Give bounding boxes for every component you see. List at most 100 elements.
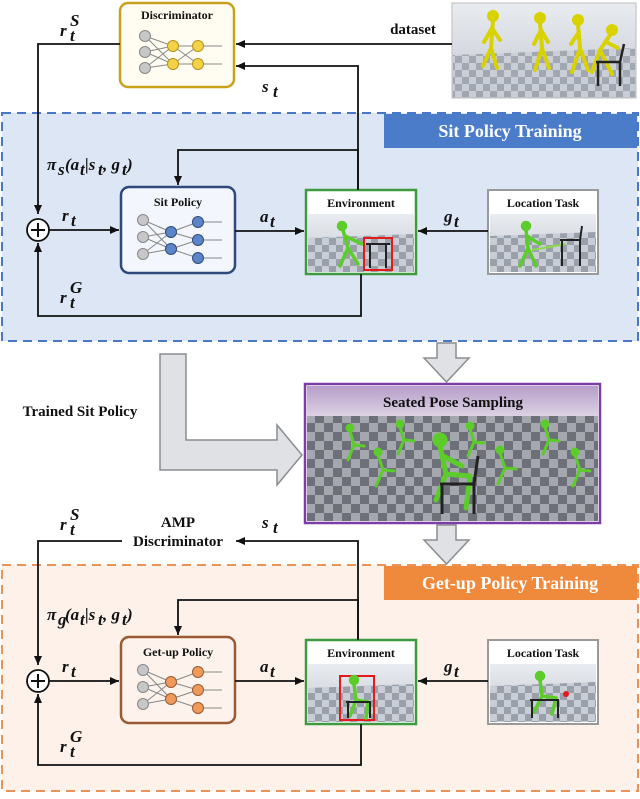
sit-observation-arrow xyxy=(174,149,359,190)
trained-policy-bent-arrow xyxy=(159,353,303,488)
svg-text:t: t xyxy=(122,160,128,179)
getup-policy-title: Get-up Policy xyxy=(143,645,213,659)
sit-environment-box xyxy=(304,188,418,276)
down-arrow-to-getup xyxy=(422,524,471,566)
svg-text:a: a xyxy=(260,207,269,226)
getup-environment-box xyxy=(304,638,418,726)
svg-text:|s: |s xyxy=(85,155,96,174)
sit-action-label: a t xyxy=(260,207,276,231)
top-style-reward-label: r S t xyxy=(60,11,79,45)
getup-goal-label: g t xyxy=(443,657,460,681)
getup-sum-node xyxy=(26,669,50,693)
svg-text:t: t xyxy=(454,212,460,231)
svg-text:, g: , g xyxy=(102,155,121,174)
sit-banner-text: Sit Policy Training xyxy=(438,121,581,141)
svg-text:g: g xyxy=(443,207,453,226)
svg-text:t: t xyxy=(70,742,76,761)
sit-environment-title: Environment xyxy=(327,196,395,210)
getup-environment-title: Environment xyxy=(327,646,395,660)
svg-text:r: r xyxy=(60,21,67,40)
getup-reward-label: r t xyxy=(62,657,77,681)
trained-policy-label: Trained Sit Policy xyxy=(23,404,138,420)
svg-text:t: t xyxy=(122,610,128,629)
sit-policy-box xyxy=(119,185,237,275)
svg-text:(a: (a xyxy=(65,605,80,624)
style-reward-arrow xyxy=(34,43,120,214)
svg-text:t: t xyxy=(71,662,77,681)
svg-text:|s: |s xyxy=(85,605,96,624)
sampling-image xyxy=(303,382,602,525)
svg-text:t: t xyxy=(98,160,104,179)
getup-goal-reward-arrow xyxy=(34,694,362,766)
sit-goal-label: g t xyxy=(443,207,460,231)
sit-policy-title: Sit Policy xyxy=(154,195,202,209)
discriminator-title: Discriminator xyxy=(141,8,214,22)
svg-text:r: r xyxy=(62,206,69,225)
top-state-label: s t xyxy=(261,77,279,101)
svg-text:S: S xyxy=(70,505,79,524)
sit-reward-label: r t xyxy=(62,206,77,230)
svg-text:t: t xyxy=(270,212,276,231)
svg-text:t: t xyxy=(98,610,104,629)
svg-text:): ) xyxy=(125,605,133,624)
sit-task-title: Location Task xyxy=(507,196,580,210)
svg-text:G: G xyxy=(70,727,83,746)
getup-policy-network-icon xyxy=(137,664,222,714)
state-to-discriminator-arrow xyxy=(236,62,359,190)
getup-goal-reward-label: r G t xyxy=(60,727,83,761)
svg-text:t: t xyxy=(273,518,279,537)
sit-policy-network-icon xyxy=(137,214,222,264)
getup-style-reward-label: r S t xyxy=(60,505,79,539)
svg-text:t: t xyxy=(70,26,76,45)
svg-text:S: S xyxy=(70,11,79,30)
svg-text:r: r xyxy=(60,288,67,307)
svg-text:t: t xyxy=(70,293,76,312)
discriminator-network-icon xyxy=(139,30,222,74)
svg-text:g: g xyxy=(443,657,453,676)
sit-goal-reward-arrow xyxy=(34,243,362,317)
svg-text:t: t xyxy=(270,662,276,681)
svg-text:t: t xyxy=(80,160,86,179)
svg-text:t: t xyxy=(273,82,279,101)
getup-banner xyxy=(384,566,637,600)
svg-text:s: s xyxy=(261,77,269,96)
svg-text:s: s xyxy=(57,160,65,179)
getup-policy-box xyxy=(119,635,237,725)
svg-text:r: r xyxy=(62,657,69,676)
getup-policy-label: π g (a t |s t , g t ) xyxy=(47,605,133,629)
svg-text:g: g xyxy=(57,610,67,629)
sit-sum-node xyxy=(26,218,50,242)
getup-state-label: s t xyxy=(261,513,279,537)
svg-text:π: π xyxy=(47,155,57,174)
svg-text:(a: (a xyxy=(65,155,80,174)
svg-text:t: t xyxy=(71,211,77,230)
svg-text:r: r xyxy=(60,737,67,756)
svg-text:t: t xyxy=(454,662,460,681)
sit-banner xyxy=(384,114,637,148)
sit-policy-label: π s (a t |s t , g t ) xyxy=(47,155,133,179)
svg-text:s: s xyxy=(261,513,269,532)
getup-task-box xyxy=(487,639,599,725)
svg-text:G: G xyxy=(70,278,83,297)
getup-observation-arrow xyxy=(174,599,359,640)
amp-label-line2: Discriminator xyxy=(133,534,223,550)
sit-task-box xyxy=(487,189,599,275)
svg-text:t: t xyxy=(80,610,86,629)
svg-text:t: t xyxy=(70,520,76,539)
svg-text:π: π xyxy=(47,605,57,624)
down-arrow-to-sampling xyxy=(422,342,471,384)
dataset-label: dataset xyxy=(390,22,436,38)
svg-text:a: a xyxy=(260,657,269,676)
svg-text:r: r xyxy=(60,515,67,534)
amp-label-line1: AMP xyxy=(161,515,195,531)
dataset-image xyxy=(451,2,637,99)
getup-action-label: a t xyxy=(260,657,276,681)
sampling-title: Seated Pose Sampling xyxy=(383,395,524,411)
getup-style-reward-arrow xyxy=(34,540,122,665)
getup-banner-text: Get-up Policy Training xyxy=(422,573,598,593)
svg-text:): ) xyxy=(125,155,133,174)
sit-goal-reward-label: r G t xyxy=(60,278,83,312)
getup-task-title: Location Task xyxy=(507,646,580,660)
